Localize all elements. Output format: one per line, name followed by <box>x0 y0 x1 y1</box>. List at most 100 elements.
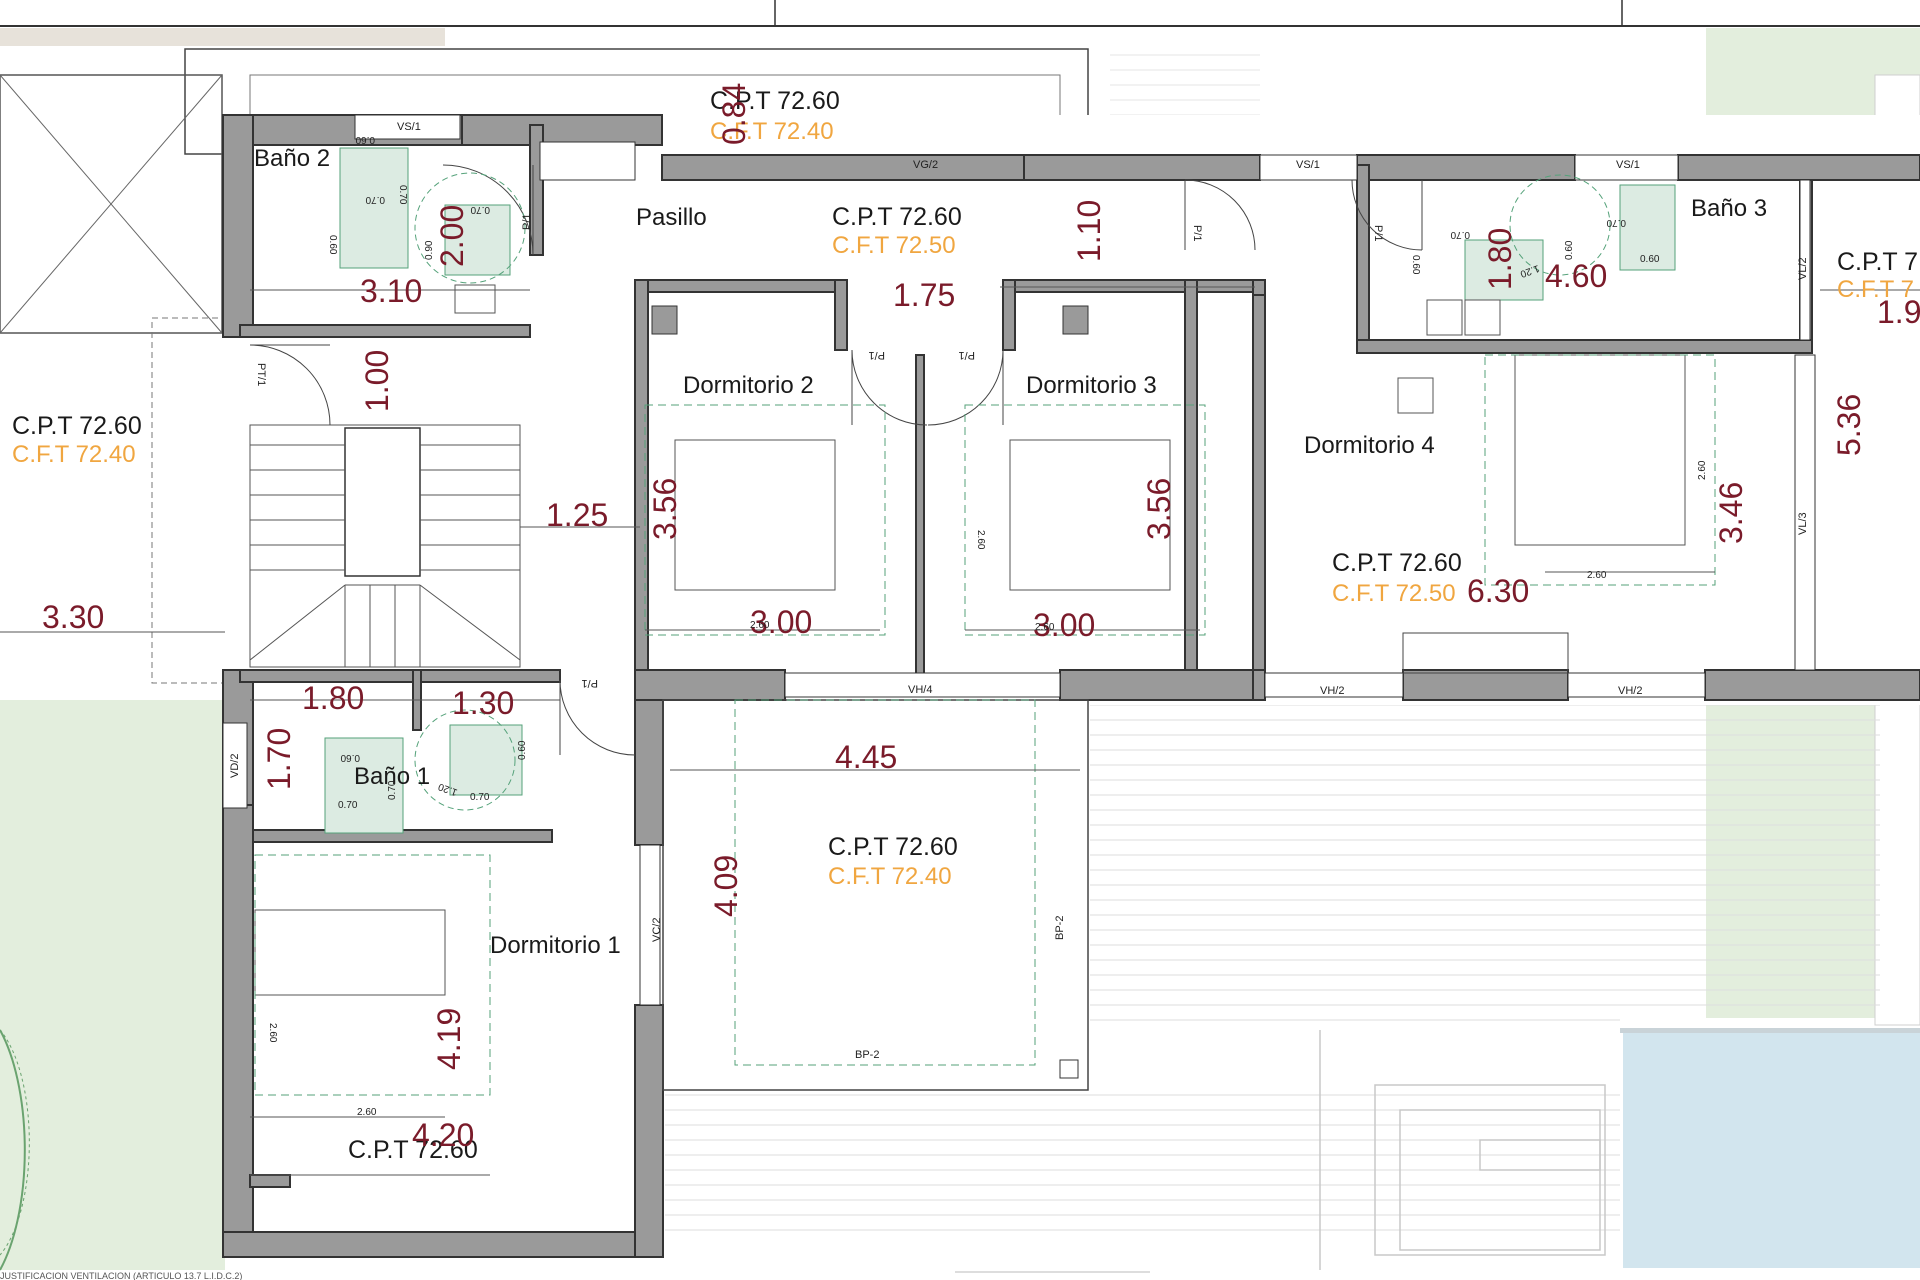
mark-0-60-bano3-v: 0.60 <box>1410 255 1421 275</box>
dim-1-70: 1.70 <box>261 728 297 790</box>
mark-0-70-bano1-b: 0.70 <box>470 792 490 803</box>
mark-2-60-dorm4: 2.60 <box>1587 570 1607 581</box>
room-bano-1: Baño 1 <box>354 763 430 790</box>
dim-1-80-top: 1.80 <box>1482 228 1518 290</box>
dim-3-00-a: 3.00 <box>750 604 812 640</box>
label-p1-dorm2: P/1 <box>868 349 885 361</box>
label-p1-dorm3: P/1 <box>958 349 975 361</box>
mark-0-60-bano1-v: 0.60 <box>517 740 528 760</box>
level-pasillo-cft: C.F.T 72.50 <box>832 232 956 259</box>
level-dorm4-cft: C.F.T 72.50 <box>1332 580 1456 607</box>
label-vs1-pasillo: VS/1 <box>1296 159 1320 171</box>
label-vc2: VC/2 <box>651 918 663 942</box>
doors <box>249 164 1423 756</box>
walls <box>222 114 1920 1258</box>
room-dormitorio-1: Dormitorio 1 <box>490 932 621 959</box>
mark-2-60-dorm3-v: 2.60 <box>975 530 986 550</box>
dim-1-25: 1.25 <box>546 497 608 533</box>
room-bano-2: Baño 2 <box>254 145 330 172</box>
mark-0-60-bano3-b: 0.60 <box>1564 240 1575 260</box>
mark-2-60-dorm1: 2.60 <box>357 1107 377 1118</box>
label-vh4: VH/4 <box>908 684 932 696</box>
mark-2-60-dorm2: 2.60 <box>750 620 770 631</box>
room-bano-3: Baño 3 <box>1691 195 1767 222</box>
dim-1-93: 1.93 <box>1877 294 1920 330</box>
label-vs1-bano2: VS/1 <box>397 121 421 133</box>
staircase <box>249 424 521 668</box>
mark-0-70-bano2-v: 0.70 <box>397 185 408 205</box>
dim-3-56-b: 3.56 <box>1141 478 1177 540</box>
label-p1-bano1: P/1 <box>581 677 598 689</box>
dim-3-30: 3.30 <box>42 599 104 635</box>
level-terrace-cpt: C.P.T 72.60 <box>828 833 958 861</box>
top-strip <box>0 28 445 46</box>
mark-0-70-bano2-b: 0.70 <box>470 204 490 215</box>
label-pt1: PT/1 <box>255 363 267 386</box>
room-dormitorio-4: Dormitorio 4 <box>1304 432 1435 459</box>
dim-1-00: 1.00 <box>359 350 395 412</box>
label-vl3: VL/3 <box>1797 512 1809 535</box>
mark-0-60-bano2: 0.60 <box>355 134 375 145</box>
mark-0-60-bano1: 0.60 <box>340 752 360 763</box>
level-top-cft: C.F.T 72.40 <box>710 118 834 145</box>
label-vl2: VL/2 <box>1797 257 1809 280</box>
room-pasillo: Pasillo <box>636 204 707 231</box>
level-dorm1-cpt: C.P.T 72.60 <box>348 1136 478 1164</box>
dim-3-10: 3.10 <box>360 273 422 309</box>
level-top-cpt: C.P.T 72.60 <box>710 87 840 115</box>
dim-0-84: 0.84 <box>716 83 752 145</box>
label-vg2: VG/2 <box>913 159 938 171</box>
mark-0-60-bano2-v: 0.60 <box>327 235 338 255</box>
dimension-lines <box>0 286 1920 1176</box>
level-left-cft: C.F.T 72.40 <box>12 441 136 468</box>
mark-0-70-bano3-b: 0.70 <box>1606 217 1626 228</box>
label-vh2-a: VH/2 <box>1320 685 1344 697</box>
footer-note: JUSTIFICACION VENTILACION (ARTICULO 13.7… <box>0 1271 242 1280</box>
dim-4-45: 4.45 <box>835 739 897 775</box>
mark-0-70-bano1: 0.70 <box>338 800 358 811</box>
dim-1-80-bottom: 1.80 <box>302 680 364 716</box>
dim-3-46: 3.46 <box>1713 482 1749 544</box>
label-vs1-bano3: VS/1 <box>1616 159 1640 171</box>
dim-1-10: 1.10 <box>1071 200 1107 262</box>
label-p1-bano2: P/1 <box>521 213 533 230</box>
garden-arc <box>0 1029 26 1271</box>
level-pasillo-cpt: C.P.T 72.60 <box>832 203 962 231</box>
mark-0-70-bano2: 0.70 <box>365 194 385 205</box>
sanitary-fixtures <box>324 147 1676 834</box>
label-vd2: VD/2 <box>229 754 241 778</box>
dim-3-56-a: 3.56 <box>647 478 683 540</box>
mark-0-60-bano3: 0.60 <box>1640 254 1660 265</box>
room-dormitorio-3: Dormitorio 3 <box>1026 372 1157 399</box>
dim-6-30: 6.30 <box>1467 573 1529 609</box>
dim-1-75: 1.75 <box>893 277 955 313</box>
terrace-outline <box>662 699 1089 1091</box>
room-dormitorio-2: Dormitorio 2 <box>683 372 814 399</box>
mark-0-90-bano2: 0.90 <box>424 240 435 260</box>
terrace-pillar <box>1059 1059 1079 1079</box>
pool-steps <box>1319 1030 1606 1270</box>
label-p1-dorm4: P/1 <box>1191 225 1203 242</box>
mark-2-60-dorm1-v: 2.60 <box>267 1023 278 1043</box>
mark-0-70-bano1-v: 0.70 <box>387 780 398 800</box>
pool <box>1623 1028 1920 1268</box>
label-bp2-vertical: BP-2 <box>1054 916 1066 940</box>
level-left-cpt: C.P.T 72.60 <box>12 412 142 440</box>
level-dorm4-cpt: C.P.T 72.60 <box>1332 549 1462 577</box>
label-vh2-b: VH/2 <box>1618 685 1642 697</box>
left-garden <box>0 700 225 1270</box>
mark-2-60-dorm4-v: 2.60 <box>1697 460 1708 480</box>
label-p1-bano3: P/1 <box>1372 225 1384 242</box>
dim-2-00: 2.00 <box>434 205 470 267</box>
dim-4-60: 4.60 <box>1545 258 1607 294</box>
dim-4-19: 4.19 <box>431 1008 467 1070</box>
pool-edge <box>1620 1028 1920 1033</box>
clearance-lines <box>254 354 1716 1096</box>
dim-4-20: 4.20 <box>412 1117 474 1153</box>
dim-5-36: 5.36 <box>1831 394 1867 456</box>
dim-4-09: 4.09 <box>708 855 744 917</box>
dorm4-window-sill <box>1402 632 1569 674</box>
level-right-cft: C.F.T 7 <box>1837 276 1914 303</box>
dim-1-30: 1.30 <box>452 685 514 721</box>
